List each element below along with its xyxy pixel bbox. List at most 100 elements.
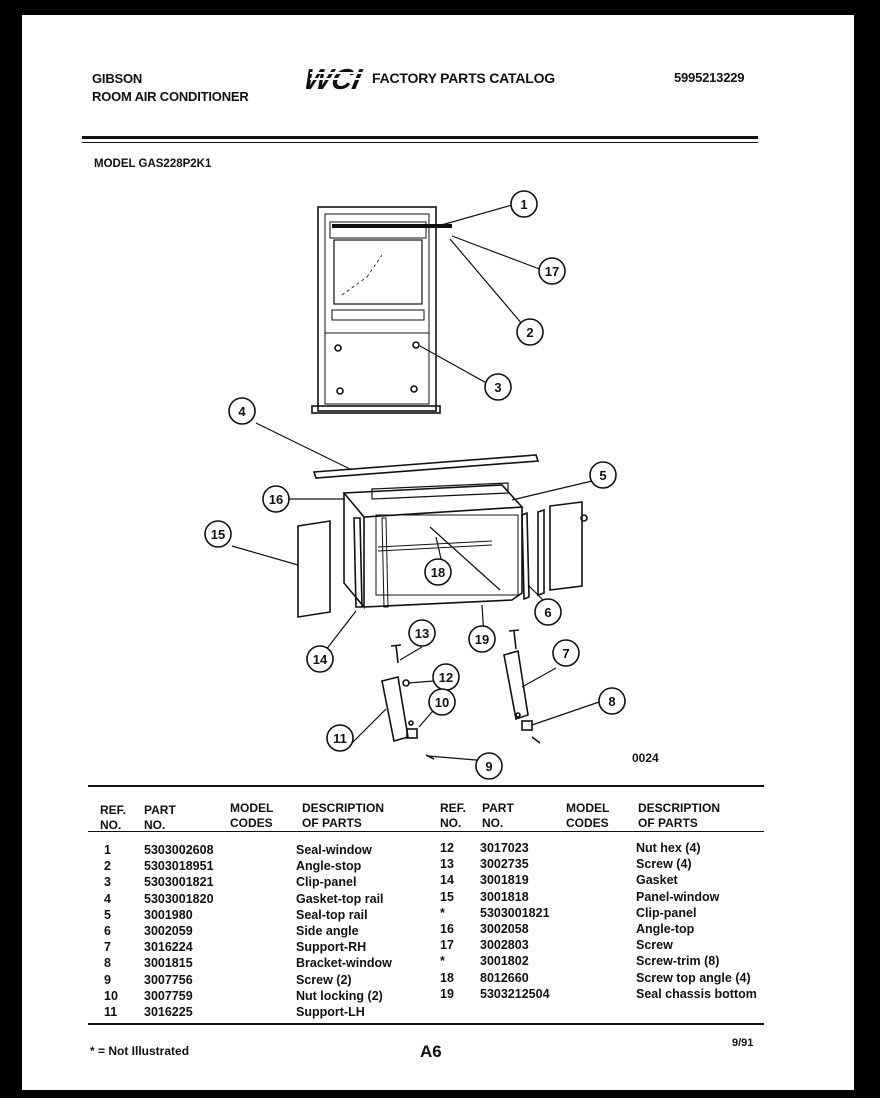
part-number-cell: 5303001820 xyxy=(144,891,214,906)
description-cell: Seal-window xyxy=(296,843,372,857)
table-top-rule xyxy=(88,785,764,787)
svg-text:12: 12 xyxy=(439,670,453,685)
table-row: 11 3016225 Support-LH xyxy=(98,1005,458,1021)
part-number-cell: 8012660 xyxy=(480,970,529,985)
svg-text:15: 15 xyxy=(211,527,225,542)
ref-cell: 16 xyxy=(440,922,454,936)
product-type: ROOM AIR CONDITIONER xyxy=(92,89,249,104)
header-ref-no: REF. NO. xyxy=(100,803,127,832)
description-cell: Nut locking (2) xyxy=(296,988,383,1003)
callout-13: 13 xyxy=(408,619,436,647)
svg-text:17: 17 xyxy=(545,264,559,279)
description-cell: Panel-window xyxy=(636,889,720,904)
description-cell: Gasket-top rail xyxy=(296,891,384,906)
description-cell: Angle-top xyxy=(636,922,695,936)
ref-cell: * xyxy=(440,954,445,969)
ref-cell: 11 xyxy=(104,1005,118,1019)
svg-text:5: 5 xyxy=(599,468,606,483)
description-cell: Support-LH xyxy=(296,1005,365,1019)
part-number-cell: 3002058 xyxy=(480,922,529,936)
callout-15: 15 xyxy=(204,520,232,548)
part-number-cell: 3016225 xyxy=(144,1005,193,1019)
part-number-cell: 5303212504 xyxy=(480,986,550,1001)
svg-text:19: 19 xyxy=(475,632,489,647)
callout-19: 19 xyxy=(468,625,496,653)
part-number-cell: 3001802 xyxy=(480,954,529,969)
description-cell: Seal-top rail xyxy=(296,907,368,922)
support-lh-drawing xyxy=(381,676,409,743)
revision-date: 9/91 xyxy=(732,1037,754,1049)
header-model-codes: MODEL CODES xyxy=(566,801,610,830)
svg-text:14: 14 xyxy=(313,652,328,667)
callout-1: 1 xyxy=(510,190,538,218)
description-cell: Clip-panel xyxy=(296,875,357,890)
table-row: 5 3001980 Seal-top rail xyxy=(98,908,458,924)
svg-text:4: 4 xyxy=(238,404,246,419)
svg-text:13: 13 xyxy=(415,626,429,641)
document-number: 5995213229 xyxy=(674,70,745,85)
part-number-cell: 5303001821 xyxy=(144,875,214,890)
table-row: 13 3002735 Screw (4) xyxy=(436,857,796,873)
svg-text:9: 9 xyxy=(485,759,492,774)
description-cell: Bracket-window xyxy=(296,956,392,971)
svg-text:18: 18 xyxy=(431,565,445,580)
gasket-top-rail-drawing xyxy=(312,454,540,479)
ref-cell: 8 xyxy=(104,956,111,971)
figure-code: 0024 xyxy=(632,751,659,765)
description-cell: Screw (4) xyxy=(636,857,692,872)
ref-cell: 13 xyxy=(440,857,454,872)
part-number-cell: 3002803 xyxy=(480,938,529,953)
table-row: 1 5303002608 Seal-window xyxy=(98,843,458,859)
ref-cell: 4 xyxy=(104,891,111,906)
svg-text:1: 1 xyxy=(520,197,527,212)
support-rh-drawing xyxy=(503,649,529,721)
header-part-no: PART NO. xyxy=(482,801,514,830)
part-number-cell: 5303002608 xyxy=(144,843,214,857)
part-number-cell: 3001815 xyxy=(144,956,193,971)
table-header-rule xyxy=(88,831,764,832)
side-panel-right-drawing xyxy=(549,501,583,591)
header-part-no: PART NO. xyxy=(144,803,176,832)
svg-text:7: 7 xyxy=(562,646,569,661)
header-rule-thick xyxy=(82,136,758,139)
description-cell: Gasket xyxy=(636,873,678,888)
part-number-cell: 5303001821 xyxy=(480,905,550,920)
description-cell: Support-RH xyxy=(296,940,367,955)
callout-17: 17 xyxy=(538,257,566,285)
svg-text:3: 3 xyxy=(494,380,501,395)
part-number-cell: 3001980 xyxy=(144,907,193,922)
description-cell: Seal chassis bottom xyxy=(636,986,757,1001)
ref-cell: 6 xyxy=(104,924,111,938)
table-row: 4 5303001820 Gasket-top rail xyxy=(98,892,458,908)
svg-text:6: 6 xyxy=(544,605,551,620)
description-cell: Nut hex (4) xyxy=(636,841,701,855)
exploded-parts-diagram: 1 17 2 3 4 5 16 15 18 6 19 13 14 12 7 10… xyxy=(204,190,626,780)
header-rule-thin xyxy=(82,142,758,143)
callout-2: 2 xyxy=(516,318,544,346)
callout-9: 9 xyxy=(475,752,503,780)
part-number-cell: 3007756 xyxy=(144,972,193,987)
header-model-codes: MODEL CODES xyxy=(230,801,274,830)
callout-14: 14 xyxy=(306,645,334,673)
description-cell: Clip-panel xyxy=(636,905,697,920)
callout-4: 4 xyxy=(228,397,256,425)
description-cell: Screw (2) xyxy=(296,972,352,987)
header-description: DESCRIPTION OF PARTS xyxy=(302,801,385,830)
part-number-cell: 3001819 xyxy=(480,873,529,888)
part-number-cell: 3002735 xyxy=(480,857,529,872)
callout-3: 3 xyxy=(484,373,512,401)
catalog-title: FACTORY PARTS CATALOG xyxy=(372,70,555,86)
ref-cell: 5 xyxy=(104,907,111,922)
description-cell: Screw xyxy=(636,938,673,953)
callout-11: 11 xyxy=(326,724,354,752)
svg-text:16: 16 xyxy=(269,492,283,507)
ref-cell: 1 xyxy=(104,843,111,857)
table-row: 16 3002058 Angle-top xyxy=(436,922,796,938)
